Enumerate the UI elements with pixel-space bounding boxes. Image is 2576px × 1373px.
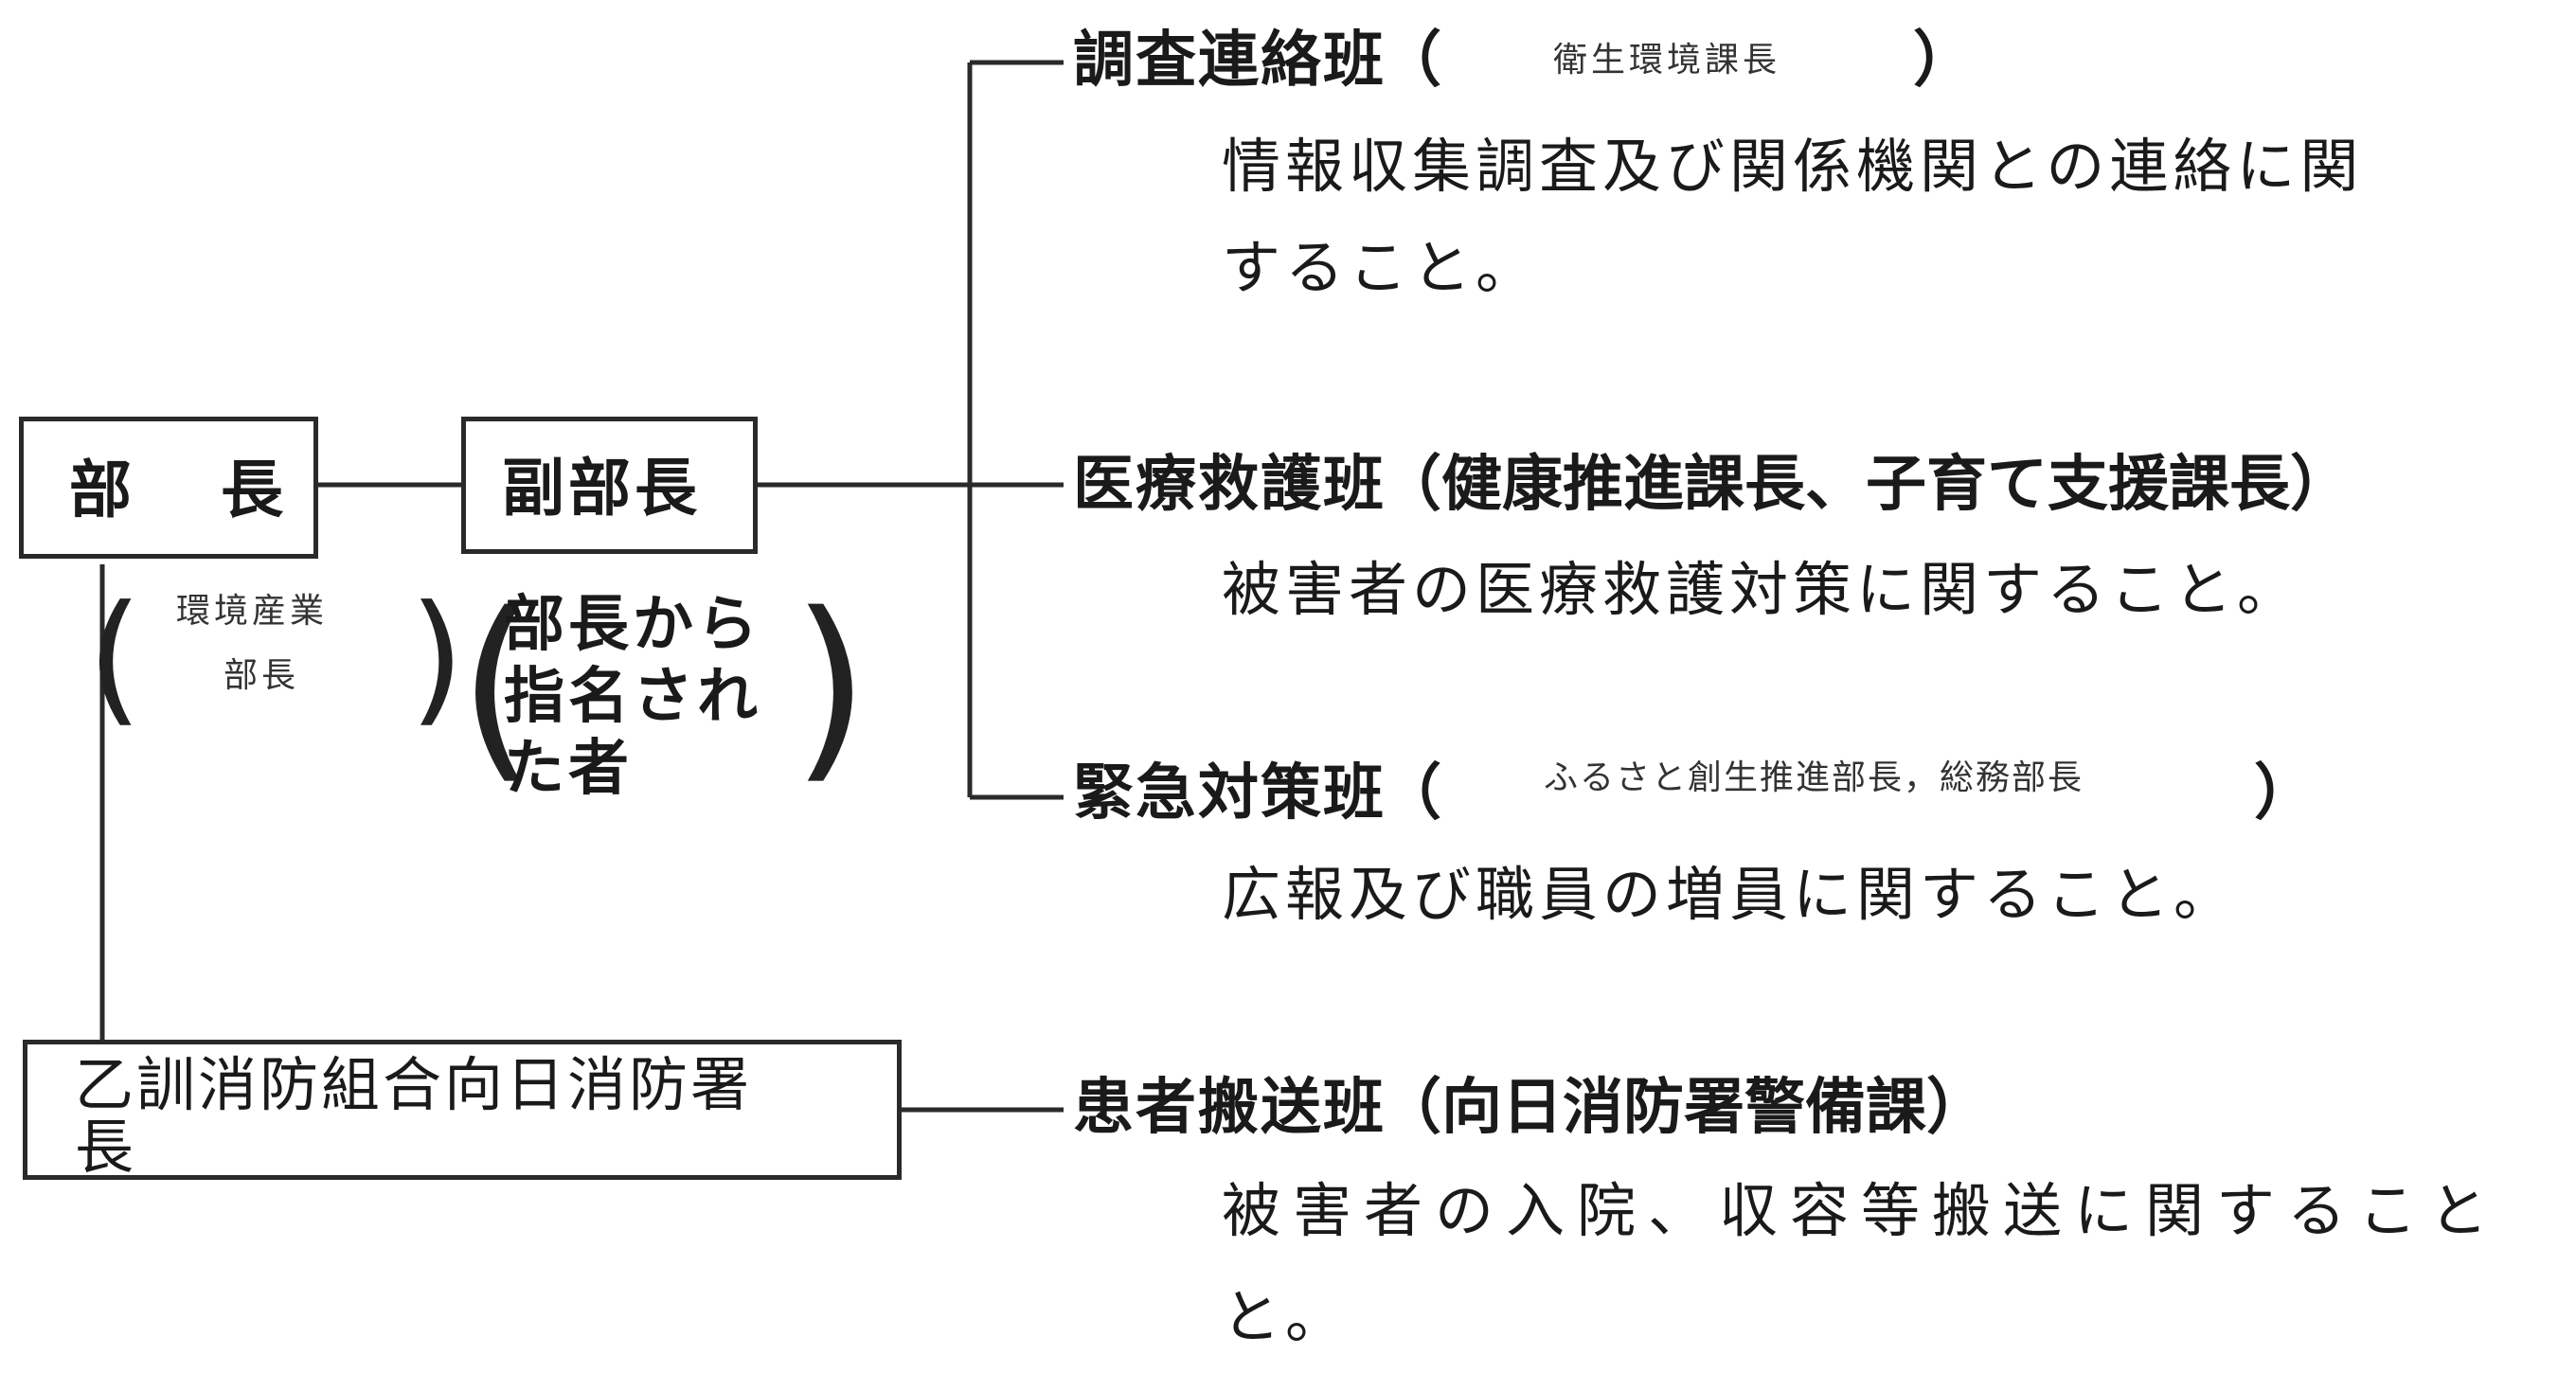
head-box: 部 長 (19, 417, 318, 559)
team-1-lead: 衛生環境課長 (1553, 41, 1781, 80)
deputy-box: 副部長 (461, 417, 758, 554)
team-1-paren-open: （ (1381, 26, 1441, 96)
fire-chief-label-line-1: 乙訓消防組合向日消防署 (75, 1050, 753, 1119)
head-label-right: 長 (221, 454, 283, 526)
head-note-paren-close: ) (409, 576, 465, 740)
team-1-name: 調査連絡班 (1073, 26, 1386, 96)
deputy-label: 副部長 (502, 452, 701, 525)
head-note-paren-open: ( (87, 576, 143, 740)
team-1-paren-close: ） (1913, 26, 1974, 96)
team-3-duty-line-1: 広報及び職員の増員に関すること。 (1222, 860, 2238, 929)
team-1-duty-line-2: すること。 (1222, 233, 1540, 302)
deputy-note-line-2: 指名され (504, 662, 761, 732)
team-3-paren-close: ） (2254, 758, 2315, 829)
team-4-duty-line-2: と。 (1222, 1282, 1350, 1351)
team-2-name: 医療救護班 (1073, 450, 1386, 520)
team-3-name: 緊急対策班 (1073, 758, 1386, 829)
fire-chief-box: 乙訓消防組合向日消防署 長 (23, 1040, 902, 1180)
team-4-lead: （向日消防署警備課） (1381, 1073, 1987, 1143)
head-note-line-1: 環境産業 (176, 592, 329, 631)
team-2-duty-line-1: 被害者の医療救護対策に関すること。 (1222, 555, 2301, 624)
head-note-line-2: 部長 (224, 656, 300, 695)
team-3-paren-open: （ (1381, 758, 1441, 829)
deputy-note-paren-open: ( (458, 570, 536, 802)
deputy-note-line-1: 部長から (504, 590, 761, 660)
team-2-lead: （健康推進課長、子育て支援課長） (1381, 450, 2351, 520)
team-3-lead: ふるさと創生推進部長，総務部長 (1544, 758, 2084, 797)
team-4-name: 患者搬送班 (1073, 1073, 1386, 1143)
deputy-note-paren-close: ) (792, 570, 869, 802)
team-4-duty-line-1: 被害者の入院、収容等搬送に関すること (1222, 1176, 2501, 1245)
deputy-note-line-3: た者 (504, 734, 633, 804)
fire-chief-label-line-2: 長 (75, 1113, 134, 1182)
team-1-duty-line-1: 情報収集調査及び関係機関との連絡に関 (1222, 132, 2364, 201)
head-label-left: 部 (69, 454, 132, 526)
